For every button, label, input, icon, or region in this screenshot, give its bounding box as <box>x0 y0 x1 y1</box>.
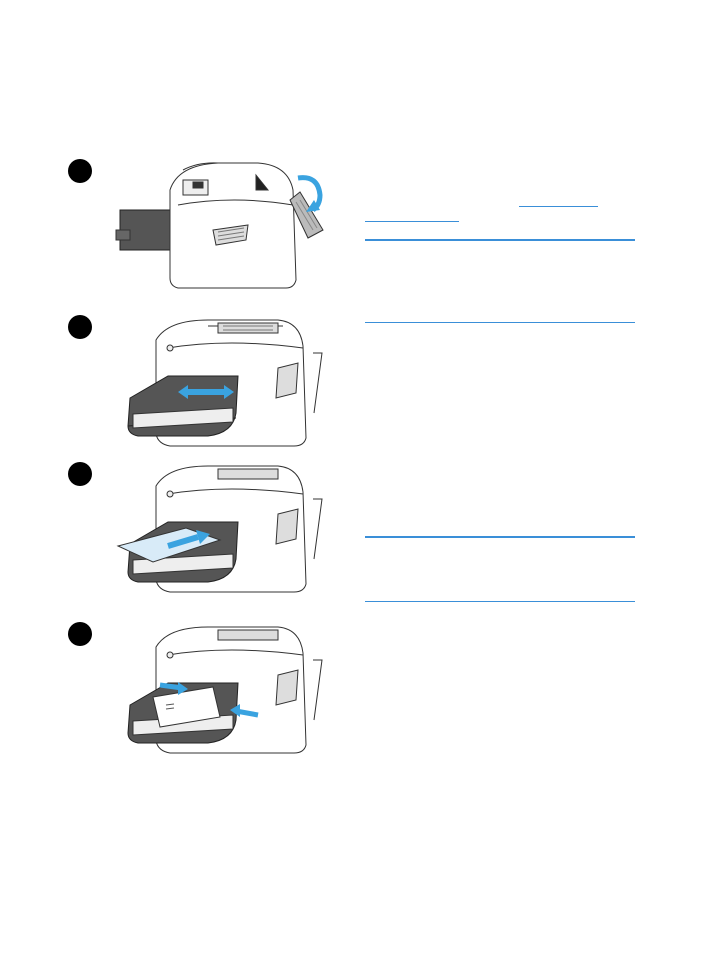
step-2-illustration <box>127 319 323 447</box>
link-underline-1[interactable] <box>519 206 598 207</box>
caution-bottom-rule <box>365 601 635 602</box>
step-1-illustration <box>115 162 324 289</box>
caution-top-rule <box>365 536 635 538</box>
step-3-badge <box>68 462 92 486</box>
link-underline-2[interactable] <box>365 221 459 222</box>
step-4-illustration <box>127 626 323 754</box>
step-1-badge <box>68 159 92 183</box>
step-2-badge <box>68 315 92 339</box>
note-top-rule <box>365 239 635 241</box>
step-3-illustration <box>116 465 323 593</box>
step-4-badge <box>68 622 92 646</box>
note-bottom-rule <box>365 322 635 323</box>
